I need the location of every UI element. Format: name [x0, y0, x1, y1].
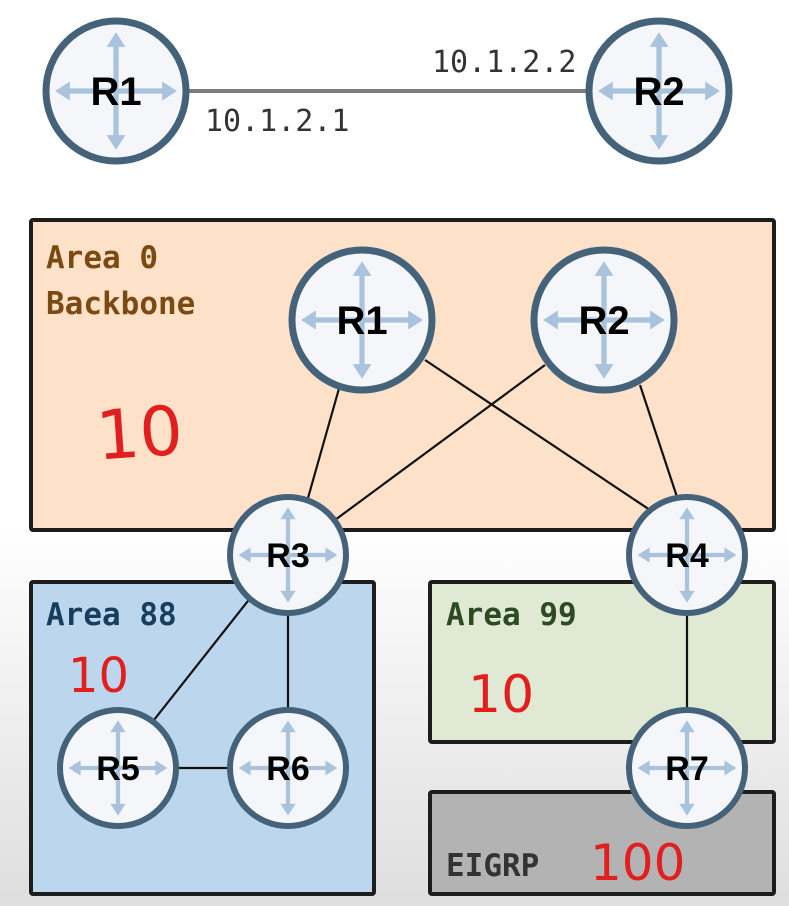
area99-label: Area 99 [446, 597, 577, 633]
links-group [149, 359, 689, 770]
r1-r3-link [304, 384, 342, 506]
router-r7[interactable]: R7 [626, 707, 748, 829]
eigrp-cost-annotation: 100 [590, 834, 685, 892]
r2-r3-link [334, 364, 546, 521]
router-r5-label: R5 [96, 750, 139, 788]
r1-ip-label: 10.1.2.1 [205, 104, 350, 139]
top-router-r1[interactable]: R1 [42, 17, 190, 165]
router-r4-label: R4 [665, 537, 709, 575]
router-r2[interactable]: R2 [530, 246, 678, 394]
backbone-cost-annotation: 10 [94, 392, 186, 477]
router-r3-label: R3 [266, 537, 309, 575]
r2-ip-label: 10.1.2.2 [432, 45, 577, 80]
router-r4[interactable]: R4 [626, 494, 748, 616]
area88-cost-annotation: 10 [68, 648, 129, 704]
r2-r4-link [638, 384, 680, 501]
area99-cost-annotation: 10 [468, 665, 534, 725]
router-r5[interactable]: R5 [57, 707, 179, 829]
eigrp-label: EIGRP [446, 848, 539, 884]
backbone-name-label: Backbone [46, 286, 195, 322]
top-router-r2-label: R2 [633, 70, 684, 114]
router-r1-label: R1 [336, 299, 387, 343]
router-r6[interactable]: R6 [227, 707, 349, 829]
router-r2-label: R2 [578, 299, 629, 343]
backbone-area-label: Area 0 [46, 240, 158, 276]
router-r7-label: R7 [665, 750, 708, 788]
router-r3[interactable]: R3 [227, 494, 349, 616]
r3-r5-link [149, 591, 256, 726]
top-router-r2[interactable]: R2 [585, 17, 733, 165]
top-router-r1-label: R1 [90, 70, 141, 114]
r1-r4-link [424, 359, 651, 511]
top-link-group: 10.1.2.1 10.1.2.2 R1 R2 [42, 17, 733, 165]
router-r1[interactable]: R1 [288, 246, 436, 394]
router-r6-label: R6 [266, 750, 309, 788]
area88-label: Area 88 [46, 597, 177, 633]
